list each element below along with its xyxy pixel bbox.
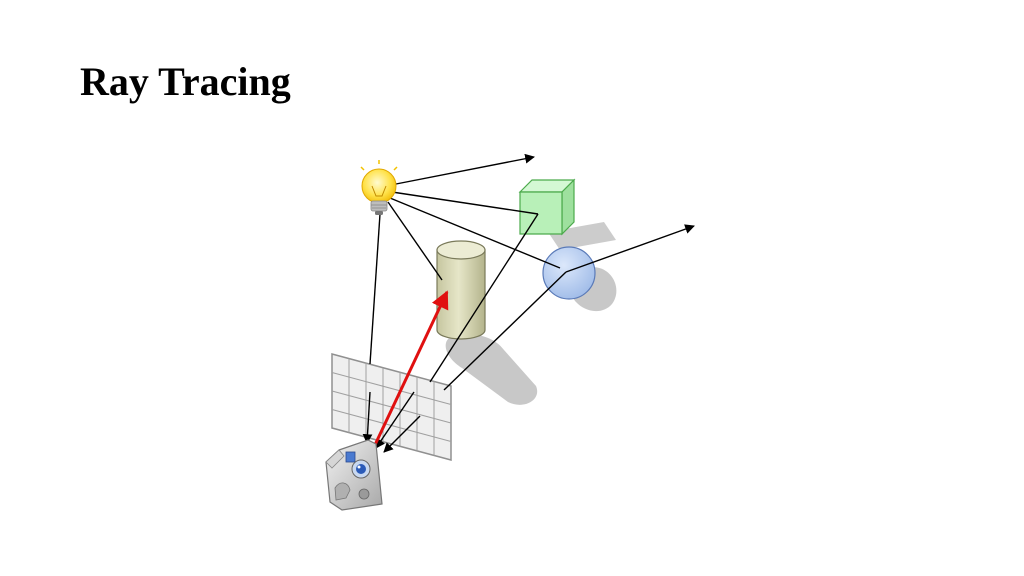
plane-to-camera-ray-3 <box>383 415 421 453</box>
light-ray-to-cylinder <box>387 201 443 281</box>
light-ray-to-cube <box>391 191 539 215</box>
cube-ray-down <box>429 213 539 383</box>
plane-to-camera-ray-2 <box>375 391 415 449</box>
rays <box>362 153 695 453</box>
light-bulb-icon <box>360 160 398 215</box>
shadow-ray-to-plane <box>369 213 381 365</box>
slide-title: Ray Tracing <box>80 59 291 104</box>
sphere <box>542 246 596 300</box>
camera-icon <box>325 439 383 511</box>
sphere-reflected-ray <box>565 224 695 273</box>
light-ray-escape <box>395 153 535 185</box>
cylinder-shadow <box>445 334 538 405</box>
cube <box>518 178 576 236</box>
cylinder <box>436 240 486 340</box>
primary-ray <box>364 290 449 465</box>
plane-to-camera-ray-1 <box>362 391 373 444</box>
sphere-ray-down <box>443 271 567 391</box>
light-ray-to-sphere <box>389 197 561 269</box>
